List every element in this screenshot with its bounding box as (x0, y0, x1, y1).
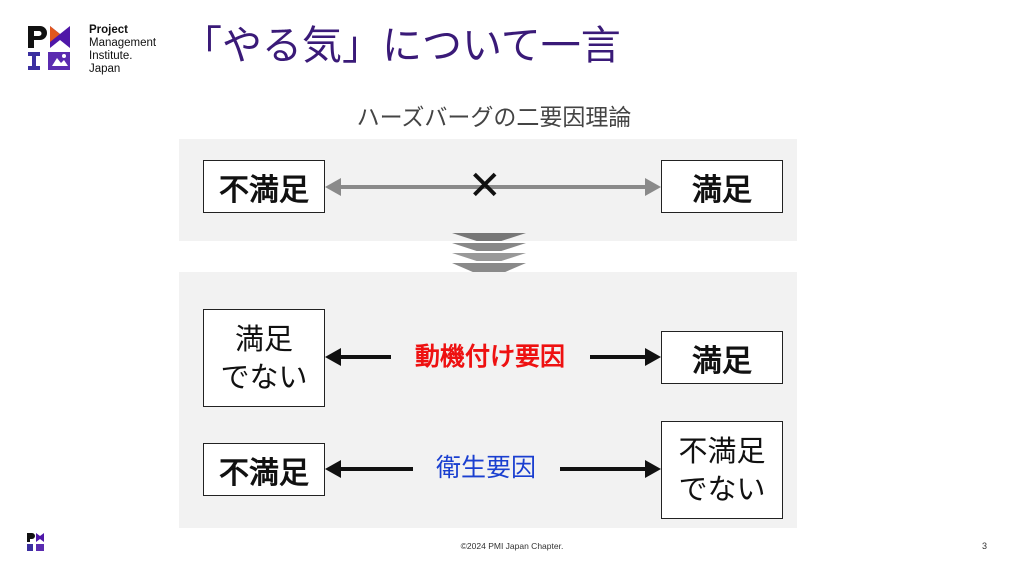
slide-subtitle: ハーズバーグの二要因理論 (0, 98, 1024, 132)
hygiene-factor-label: 衛生要因 (435, 453, 536, 482)
slide-title: 「やる気」について一言 (182, 23, 621, 69)
row2-right-box: 不満足 でない (661, 421, 783, 519)
footer-copyright: ©2024 PMI Japan Chapter. (460, 541, 564, 551)
row2-right-line-2: でない (678, 472, 766, 506)
logo-line-3: Institute. (89, 50, 133, 62)
arrow-left-black-row1 (325, 348, 391, 366)
stacked-chevron-down-icon (452, 233, 526, 279)
pmi-small-logo-icon (27, 533, 44, 551)
top-left-box: 不満足 (203, 160, 325, 213)
top-right-box: 満足 (661, 160, 783, 213)
logo-line-4: Japan (89, 63, 121, 75)
page-number: 3 (982, 541, 988, 551)
row2-right-line-1: 不満足 (678, 434, 766, 468)
subtitle-text: ハーズバーグの二要因理論 (356, 105, 632, 131)
double-arrow-gray (325, 178, 661, 196)
arrow-right-black-row1 (590, 348, 661, 366)
arrow-left-black-row2 (325, 460, 413, 478)
row1-right-box: 満足 (661, 331, 783, 384)
arrow-right-black-row2 (560, 460, 661, 478)
row1-left-line-2: でない (220, 360, 308, 394)
row2-left-box: 不満足 (203, 443, 325, 496)
logo-line-2: Management (89, 37, 157, 49)
motivation-factor-label: 動機付け要因 (414, 342, 565, 371)
logo-text: Project Management Institute. Japan (89, 24, 156, 76)
pmi-logo-icon (28, 26, 70, 70)
row1-left-line-1: 満足 (234, 322, 293, 356)
logo-line-1: Project (89, 24, 128, 36)
cross-mark-icon: ✕ (468, 163, 502, 209)
row1-left-box: 満足 でない (203, 309, 325, 407)
